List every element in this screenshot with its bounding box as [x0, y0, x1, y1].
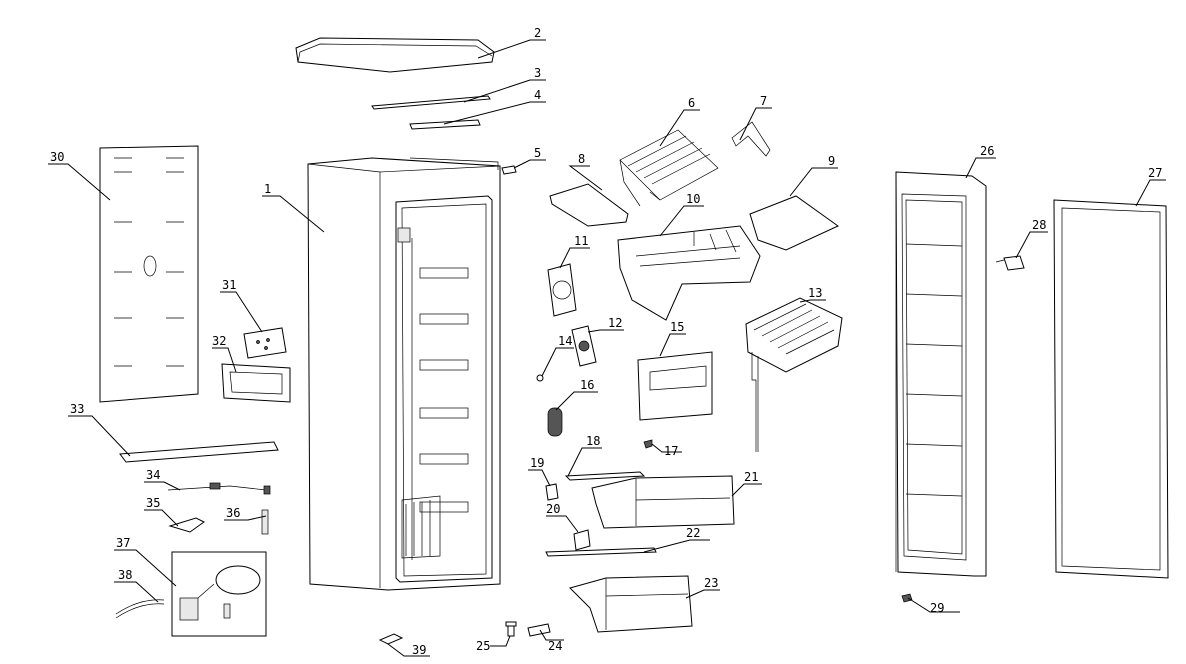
part-2-top-cover	[295, 37, 495, 73]
callout-8: 8	[578, 152, 585, 166]
callout-28: 28	[1032, 218, 1046, 232]
part-6-wire-shelf	[619, 129, 719, 207]
part-4-plate	[409, 119, 481, 130]
part-30-back-panel	[99, 145, 199, 403]
part-22-shelf-strip	[545, 547, 657, 557]
callout-13: 13	[808, 286, 822, 300]
callout-23: 23	[704, 576, 718, 590]
callout-25: 25	[476, 639, 490, 653]
callout-16: 16	[580, 378, 594, 392]
callout-36: 36	[226, 506, 240, 520]
callout-2: 2	[534, 26, 541, 40]
part-14-nut	[536, 374, 544, 382]
part-27-door-gasket	[1053, 199, 1169, 579]
callout-32: 32	[212, 334, 226, 348]
callout-14: 14	[558, 334, 572, 348]
callout-31: 31	[222, 278, 236, 292]
part-39-small-plate	[378, 633, 404, 645]
part-35-bracket	[168, 517, 205, 533]
part-34-power-cord	[167, 482, 271, 495]
part-3-strip	[371, 95, 491, 110]
part-9-duct-cover	[749, 195, 839, 251]
callout-38: 38	[118, 568, 132, 582]
callout-3: 3	[534, 66, 541, 80]
part-28-hinge	[995, 255, 1025, 271]
callout-17: 17	[664, 444, 678, 458]
callout-37: 37	[116, 536, 130, 550]
callout-7: 7	[760, 94, 767, 108]
callout-26: 26	[980, 144, 994, 158]
callout-9: 9	[828, 154, 835, 168]
callout-5: 5	[534, 146, 541, 160]
callout-29: 29	[930, 601, 944, 615]
part-18-glass-shelf	[564, 471, 646, 481]
part-33-bottom-plate	[119, 441, 279, 463]
callout-labels: 1 2 3 4 5 6 7 8 9 10 11 12 13 14 15 16 1…	[50, 26, 1162, 657]
callout-34: 34	[146, 468, 160, 482]
part-20-clip	[573, 529, 591, 551]
part-23-drawer	[569, 575, 693, 633]
callout-6: 6	[688, 96, 695, 110]
part-32-display-panel	[221, 363, 291, 403]
part-36-capacitor	[261, 509, 269, 535]
part-7-bracket	[731, 121, 771, 157]
callout-1: 1	[264, 182, 271, 196]
callout-33: 33	[70, 402, 84, 416]
callout-21: 21	[744, 470, 758, 484]
callout-19: 19	[530, 456, 544, 470]
part-25-screw	[505, 621, 517, 637]
part-31-control-module	[243, 327, 287, 359]
part-29-small-part	[901, 593, 913, 603]
part-5-hinge	[501, 165, 517, 175]
part-21-drawer	[591, 475, 735, 529]
callout-24: 24	[548, 639, 562, 653]
leader-lines	[48, 39, 1166, 657]
callout-20: 20	[546, 502, 560, 516]
callout-39: 39	[412, 643, 426, 657]
part-16-spring	[547, 407, 563, 437]
callout-35: 35	[146, 496, 160, 510]
part-13-evaporator	[745, 297, 843, 452]
callout-4: 4	[534, 88, 541, 102]
part-26-door	[895, 171, 987, 577]
callout-22: 22	[686, 526, 700, 540]
part-12-fan-motor	[571, 325, 597, 367]
callout-12: 12	[608, 316, 622, 330]
callout-10: 10	[686, 192, 700, 206]
callout-18: 18	[586, 434, 600, 448]
callout-15: 15	[670, 320, 684, 334]
part-10-evaporator-cover	[617, 225, 761, 321]
part-38-tube	[115, 599, 165, 619]
part-17-screw	[643, 439, 653, 449]
callout-27: 27	[1148, 166, 1162, 180]
callout-30: 30	[50, 150, 64, 164]
part-1-cabinet	[307, 157, 501, 591]
part-15-crisper-front	[637, 351, 713, 421]
part-24-bracket	[527, 623, 551, 637]
part-37-compressor	[171, 551, 267, 637]
callout-11: 11	[574, 234, 588, 248]
part-8-tray	[549, 183, 629, 227]
part-19-clip	[545, 483, 559, 501]
part-11-fan-plate	[547, 263, 577, 317]
